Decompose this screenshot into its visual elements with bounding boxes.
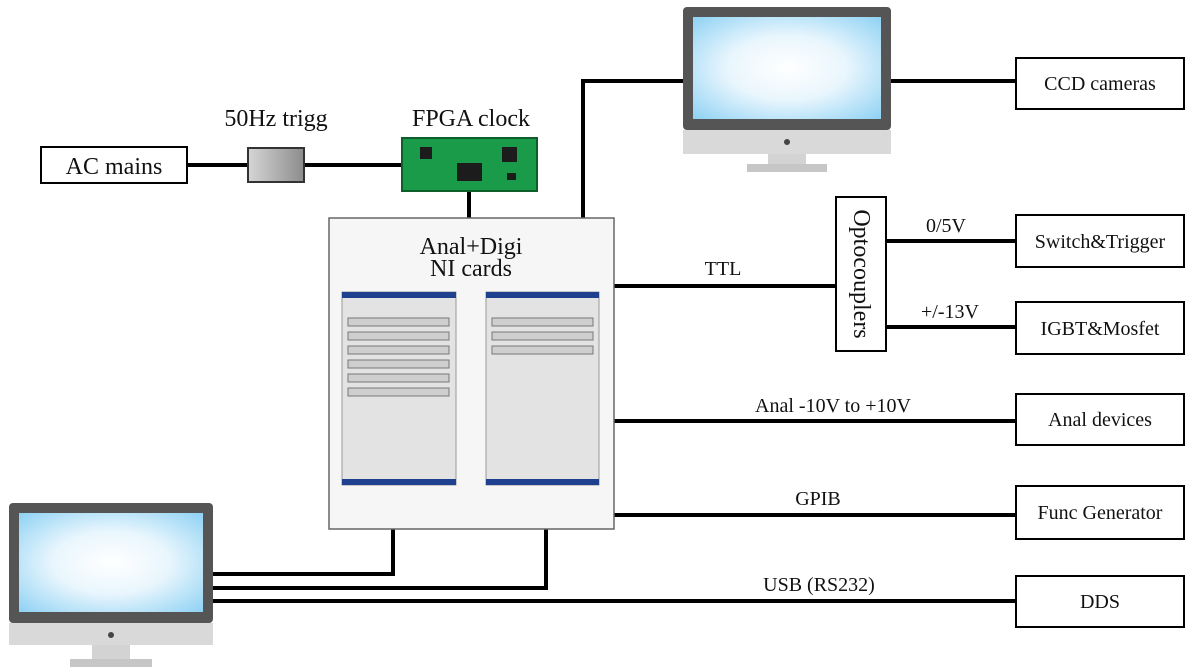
fpga-chip <box>502 147 517 162</box>
trigger-node: 50Hz trigg <box>224 106 328 183</box>
ni-card-top-rail <box>342 292 456 298</box>
optocouplers-label: Optocouplers <box>848 209 874 338</box>
ac-mains-label: AC mains <box>66 154 163 180</box>
func-generator-node: Func Generator <box>1015 485 1185 540</box>
anal-devices-node: Anal devices <box>1015 393 1185 446</box>
ni-card-slot <box>347 359 450 369</box>
pc-monitor-node <box>9 503 213 667</box>
ni-card-bottom-rail <box>342 479 456 485</box>
monitor-base <box>70 659 152 667</box>
ttl-link-label: TTL <box>705 258 742 280</box>
ni-card-slot <box>491 331 594 341</box>
trigger-device <box>247 147 305 183</box>
func-generator-box <box>1015 485 1185 540</box>
wire-ni-to-top-monitor <box>581 79 685 220</box>
trigger-label: 50Hz trigg <box>224 106 327 132</box>
ni-card-top-rail <box>486 292 599 298</box>
ni-card <box>341 291 457 486</box>
ac-mains-node: AC mains <box>40 146 188 184</box>
ni-card-bottom-rail <box>486 479 599 485</box>
dds-box <box>1015 575 1185 628</box>
fpga-chip <box>457 163 482 181</box>
anal-devices-label: Anal devices <box>1048 409 1152 431</box>
switch-trigger-box <box>1015 214 1185 268</box>
ni-card-slot <box>347 373 450 383</box>
link-labels: TTL 0/5V +/-13V Anal -10V to +10V GPIB U… <box>705 215 980 596</box>
ni-card-slot <box>491 317 594 327</box>
monitor-power-dot <box>108 632 114 638</box>
ccd-cameras-node: CCD cameras <box>1015 57 1185 110</box>
monitor-power-dot <box>784 139 790 145</box>
usb-link-label: USB (RS232) <box>763 574 875 596</box>
anal-devices-box <box>1015 393 1185 446</box>
ccd-cameras-box <box>1015 57 1185 110</box>
monitor-neck <box>768 154 806 164</box>
ni-card <box>485 291 600 486</box>
monitor-neck <box>92 645 130 659</box>
switch-trigger-label: Switch&Trigger <box>1035 231 1166 253</box>
top-monitor-node <box>683 7 891 172</box>
optocouplers-box <box>835 196 887 352</box>
fpga-chip <box>420 147 432 159</box>
ni-card-slot <box>347 345 450 355</box>
ccd-cameras-label: CCD cameras <box>1044 73 1156 95</box>
monitor-screen <box>693 17 881 119</box>
dds-node: DDS <box>1015 575 1185 628</box>
wires <box>185 79 1018 603</box>
analog-range-link-label: Anal -10V to +10V <box>755 395 911 417</box>
fpga-chip <box>507 173 516 180</box>
ni-card-slot <box>491 345 594 355</box>
igbt-mosfet-node: IGBT&Mosfet <box>1015 301 1185 355</box>
ni-cards-node: Anal+Digi NI cards <box>328 217 615 530</box>
ni-cards-title-line1: Anal+Digi <box>420 234 523 260</box>
func-generator-label: Func Generator <box>1038 502 1163 524</box>
ni-card-slot <box>347 331 450 341</box>
switch-trigger-node: Switch&Trigger <box>1015 214 1185 268</box>
ac-mains-box <box>40 146 188 184</box>
fpga-clock-node: FPGA clock <box>401 106 538 192</box>
optocouplers-node: Optocouplers <box>835 196 887 352</box>
monitor-base <box>747 164 827 172</box>
gpib-link-label: GPIB <box>795 488 841 510</box>
ni-card-slot <box>347 317 450 327</box>
dds-label: DDS <box>1080 591 1120 613</box>
v05-link-label: 0/5V <box>926 215 967 237</box>
igbt-mosfet-label: IGBT&Mosfet <box>1041 318 1160 340</box>
igbt-mosfet-box <box>1015 301 1185 355</box>
ni-cards-title-line2: NI cards <box>430 256 512 282</box>
fpga-clock-label: FPGA clock <box>412 106 530 132</box>
v13-link-label: +/-13V <box>921 301 979 323</box>
ni-card-slot <box>347 387 450 397</box>
monitor-screen <box>19 513 203 612</box>
